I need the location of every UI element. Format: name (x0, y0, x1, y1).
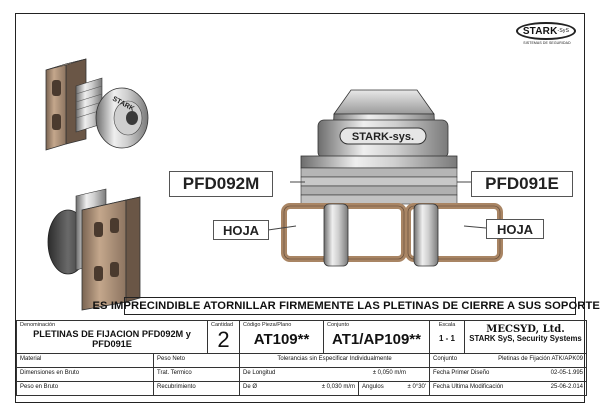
field-escala: Escala 1 - 1 (429, 320, 466, 354)
warning-banner: ES IMPRECINDIBLE ATORNILLAR FIRMEMENTE L… (93, 297, 600, 315)
company-name: STARK SyS, Security Systems (469, 334, 582, 343)
field-dimensiones-bruto: Dimensiones en Bruto (16, 367, 154, 382)
field-tolerancias: Tolerancias sin Especificar Individualme… (239, 353, 431, 368)
callout-right-leaf: HOJA (486, 219, 544, 239)
field-company: MECSYD, Ltd. STARK SyS, Security Systems (464, 320, 588, 354)
cantidad-value: 2 (217, 327, 230, 352)
field-codigo: Código Pieza/Plano AT109** (239, 320, 325, 354)
brand-logo: STARK-SyS SISTEMAS DE SEGURIDAD (516, 22, 578, 56)
assembly-illustration: STARK STARK-sys. (45, 58, 503, 311)
title-block: Denominación PLETINAS DE FIJACION PFD092… (15, 320, 588, 396)
logo-mark: STARK-SyS (516, 22, 576, 40)
main-front-view: STARK-sys. (267, 89, 503, 267)
field-recubrimiento: Recubrimiento (152, 381, 241, 396)
field-de-diametro: De Ø± 0,030 m/m (239, 381, 360, 396)
callout-left-part: PFD092M (169, 171, 273, 197)
drawing-area: STARK STARK-sys. (16, 14, 600, 318)
field-peso-neto: Peso Neto (152, 353, 241, 368)
engraving-text: STARK-sys. (352, 131, 414, 143)
field-peso-bruto: Peso en Bruto (16, 381, 154, 396)
callout-right-part: PFD091E (471, 171, 573, 197)
logo-tagline: SISTEMAS DE SEGURIDAD (523, 41, 571, 45)
iso-view-bottom (47, 188, 141, 311)
field-denominacion: Denominación PLETINAS DE FIJACION PFD092… (15, 320, 209, 354)
denominacion-value: PLETINAS DE FIJACION PFD092M y PFD091E (33, 329, 191, 349)
callout-left-leaf: HOJA (213, 220, 269, 240)
field-angulos: Angulos± 0°30' (358, 381, 431, 396)
mecsyd-name: MECSYD, Ltd. (486, 324, 565, 335)
drawing-sheet: STARK STARK-sys. (15, 13, 600, 403)
codigo-value: AT109** (253, 331, 310, 348)
field-material: Material (16, 353, 154, 368)
conjunto-value: AT1/AP109** (332, 331, 421, 348)
iso-view-top: STARK (45, 58, 149, 151)
field-de-longitud: De Longitud± 0,050 m/m (239, 367, 431, 382)
escala-value: 1 - 1 (439, 334, 456, 343)
field-trat-termico: Trat. Termico (152, 367, 241, 382)
field-conjunto: Conjunto AT1/AP109** (323, 320, 431, 354)
field-cantidad: Cantidad 2 (207, 320, 241, 354)
